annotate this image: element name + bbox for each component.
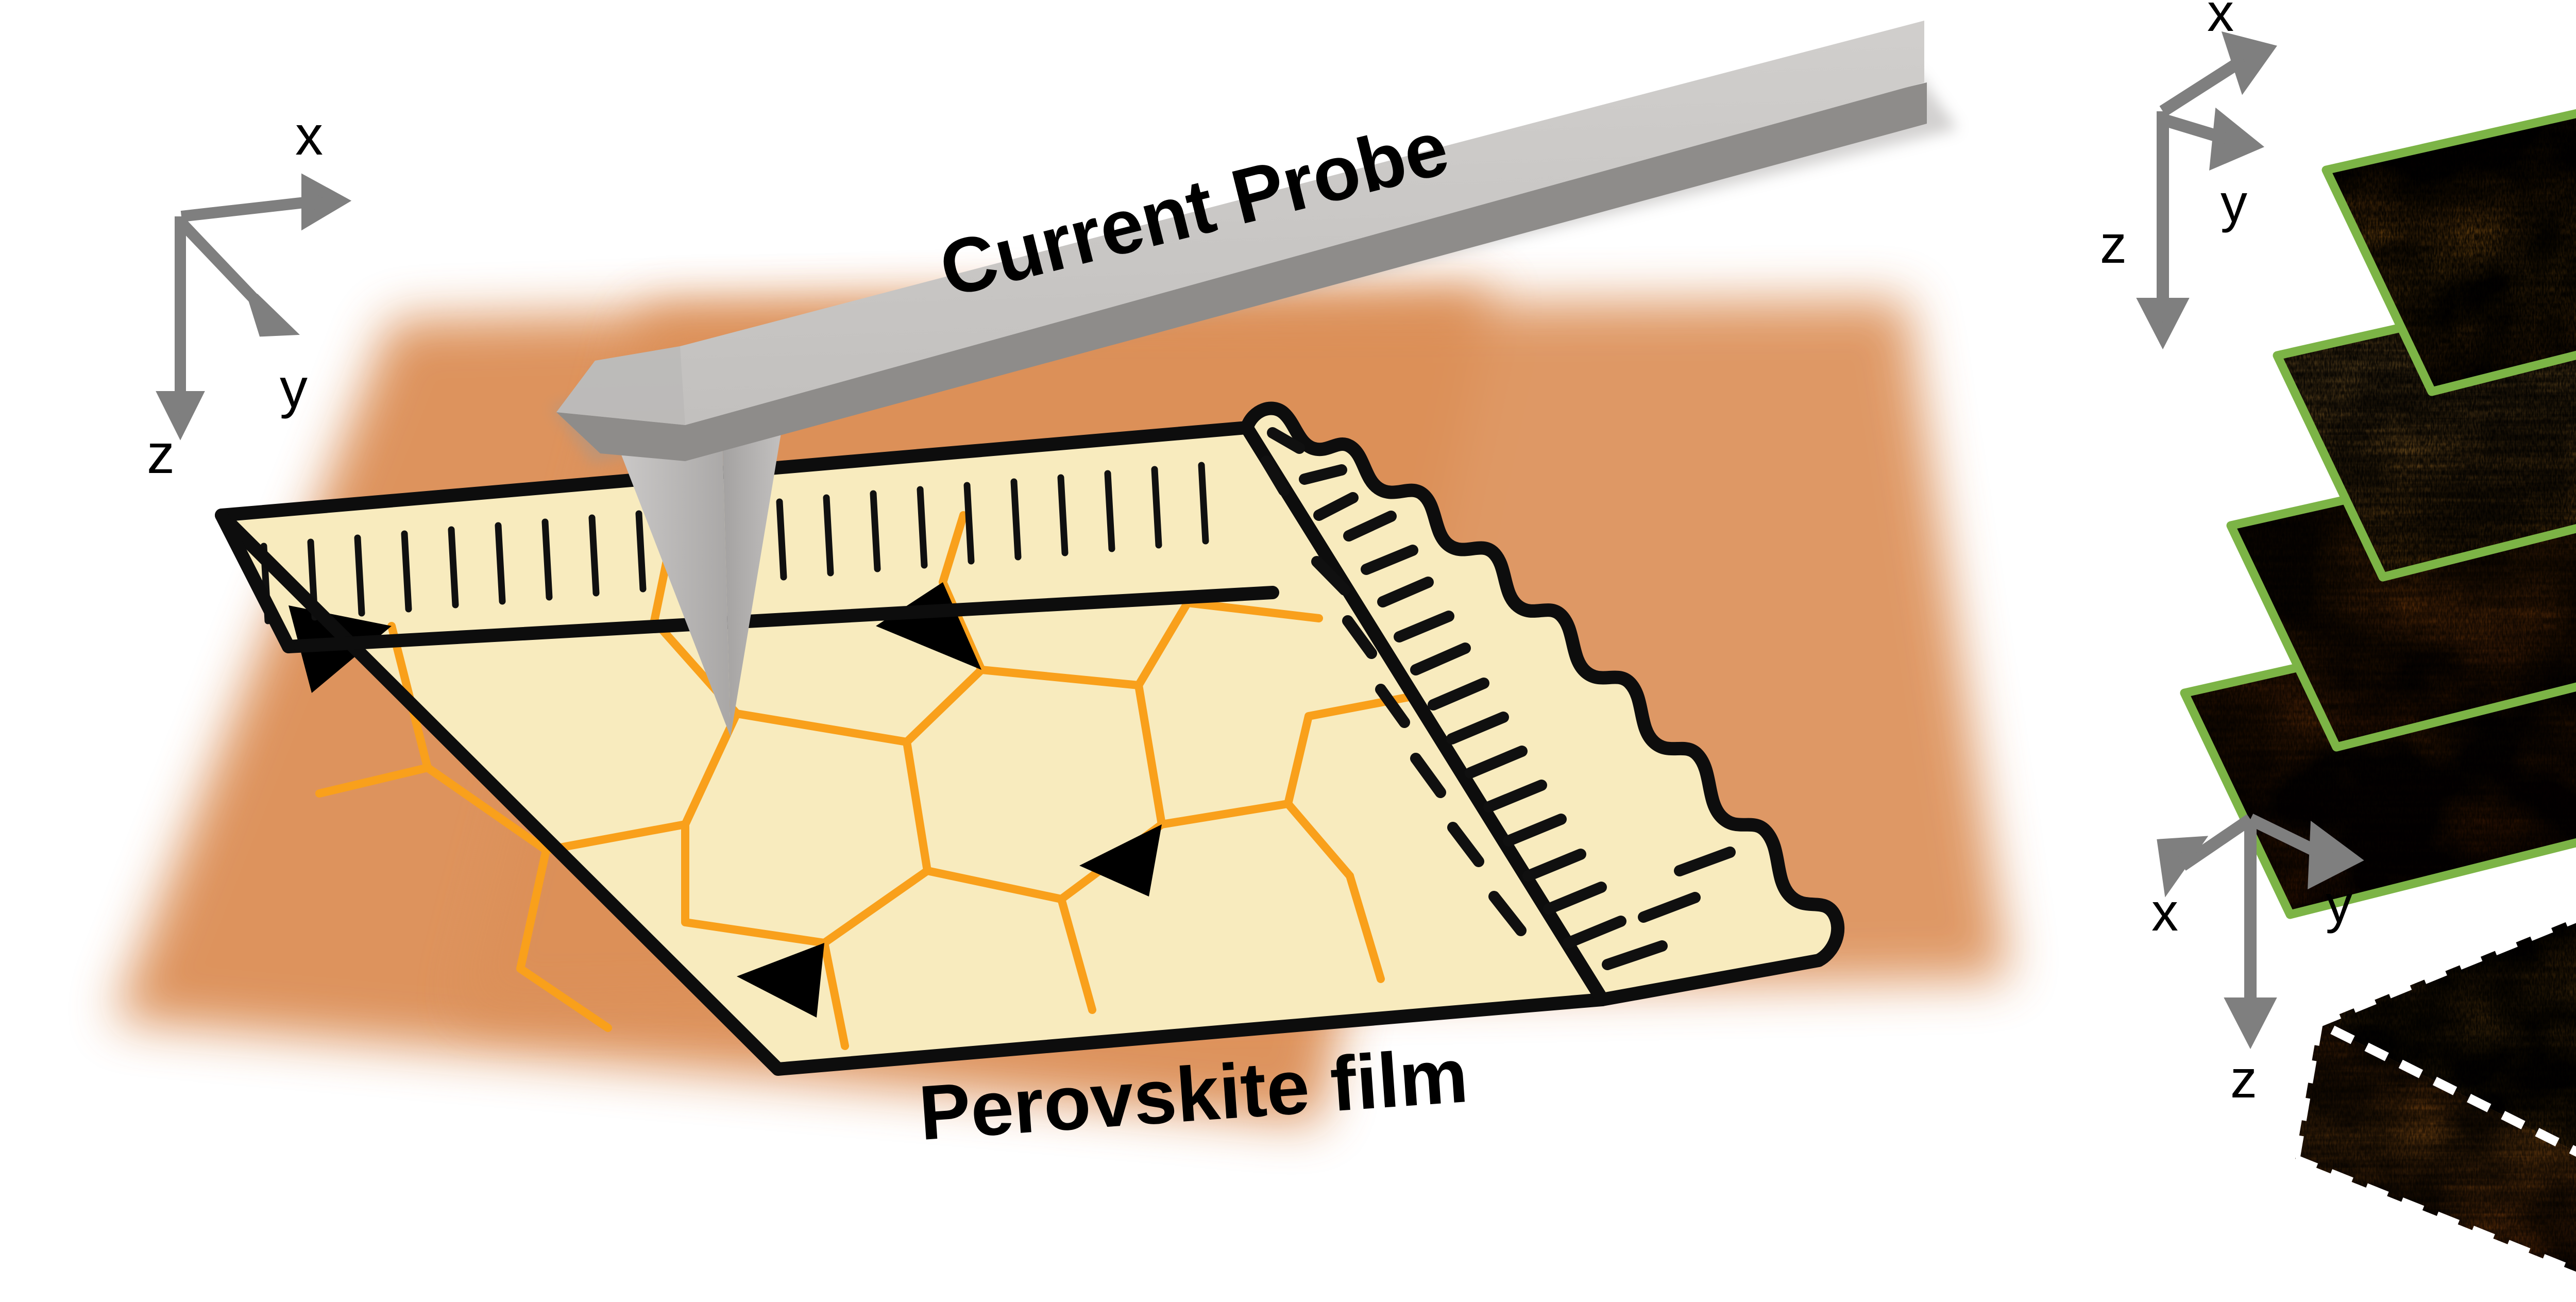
cantilever-side (556, 82, 1927, 461)
axis-y-arrowhead (248, 294, 300, 337)
volume-axis-z-arrowhead (2224, 997, 2277, 1050)
cross-section-columnar-dashes (1261, 427, 1736, 970)
axis-x-label: x (295, 104, 323, 166)
probe-tip-right (721, 390, 788, 737)
current-probe: Current Probe (551, 21, 1958, 737)
stack-axis-x-line (2159, 57, 2242, 117)
cantilever-top (556, 21, 1924, 425)
stack-axis-x-arrowhead (2221, 31, 2277, 95)
volume-axis-triad: x y z (2151, 814, 2364, 1109)
volume-axis-x-arrowhead (2157, 836, 2209, 898)
axis-x-line (180, 196, 310, 222)
stack-axis-x-label: x (2207, 0, 2234, 43)
axis-z-label: z (147, 422, 175, 485)
axis-y-label: y (280, 357, 308, 419)
volume-axis-y-label: y (2326, 874, 2352, 934)
volume-axis-x-line (2179, 814, 2254, 871)
stack-axis-y-label: y (2221, 174, 2247, 233)
volume-axis-y-arrowhead (2308, 820, 2364, 890)
stack-axis-z-label: z (2100, 215, 2127, 275)
axis-z-arrowhead (156, 391, 205, 441)
film-cross-section (1240, 401, 1845, 1006)
volume-axis-x-label: x (2151, 883, 2178, 942)
volume-wireframe (2291, 913, 2576, 1277)
film-band-left-edge (215, 509, 295, 653)
perovskite-film (215, 421, 1609, 1076)
axis-y-line (177, 218, 268, 313)
film-band-divider (282, 586, 1279, 653)
probe-tip-left (603, 397, 731, 737)
stack-axis-triad: x y z (2100, 0, 2277, 350)
axis-x-arrowhead (301, 173, 352, 231)
stack-axis-y-arrowhead (2209, 107, 2265, 171)
volume-axis-z-label: z (2230, 1050, 2257, 1109)
left-axis-triad: x y z (147, 104, 352, 485)
probe-tip (603, 390, 788, 737)
stack-axis-z-arrowhead (2136, 298, 2190, 350)
cross-section-divider (1240, 421, 1609, 1006)
cantilever-bevel (556, 346, 685, 425)
